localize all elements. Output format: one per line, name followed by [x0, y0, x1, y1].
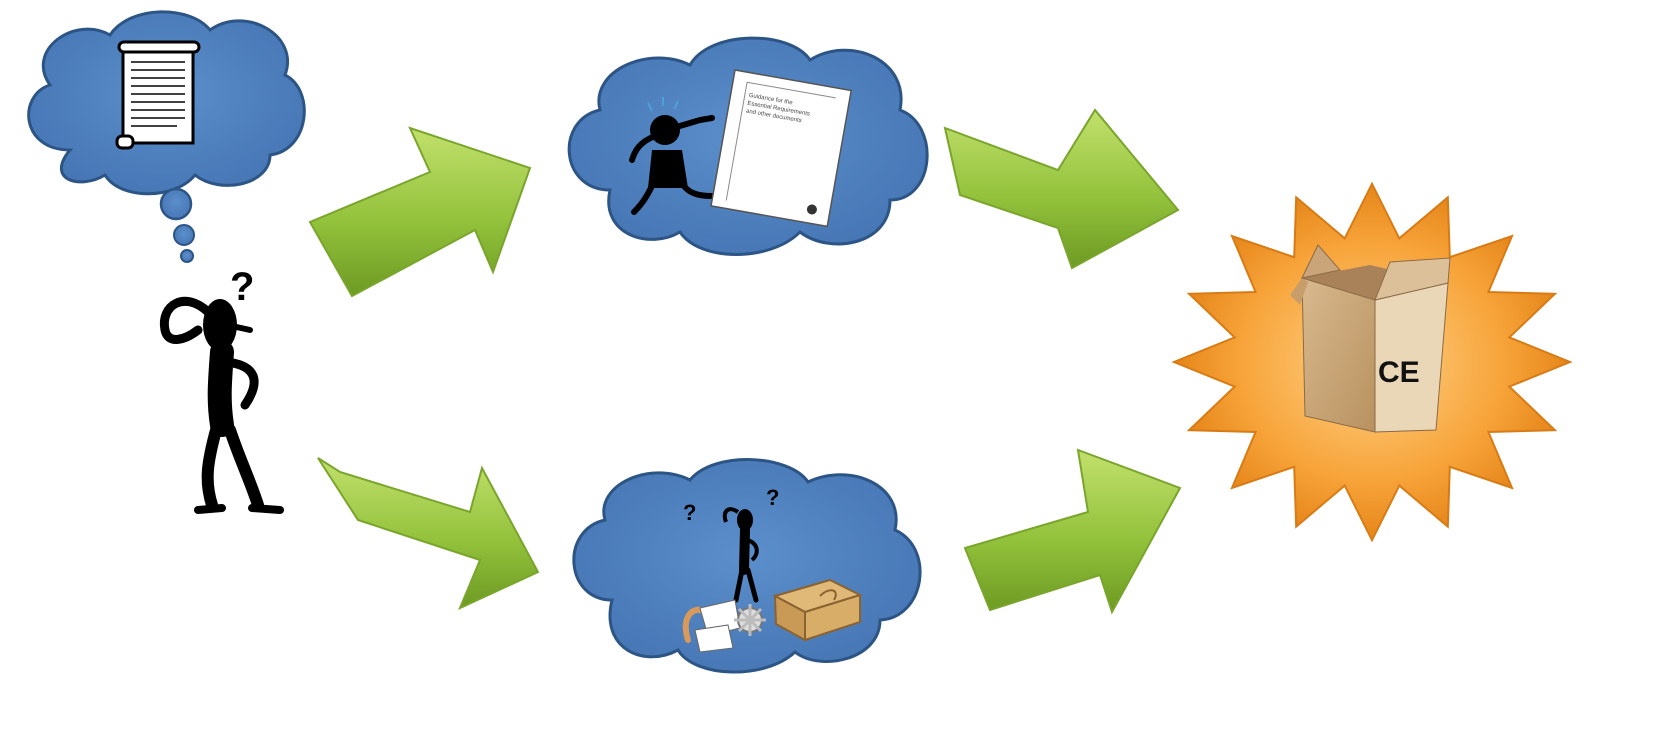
- arrow-self-assembly-to-ce: [965, 450, 1180, 612]
- question-mark: ?: [230, 265, 254, 309]
- question-mark-left: ?: [683, 500, 696, 525]
- thinking-person-icon: ?: [164, 265, 280, 510]
- arrow-to-self-assembly: [318, 458, 538, 608]
- document-icon: Guidance for the Essential Requirements …: [711, 70, 851, 226]
- arrow-to-guidance: [310, 128, 530, 296]
- question-mark-right: ?: [766, 485, 779, 510]
- ce-label: CE: [1378, 356, 1420, 389]
- arrow-guidance-to-ce: [945, 110, 1178, 268]
- scroll-icon: [117, 42, 199, 148]
- cardboard-box-icon: CE: [1290, 245, 1450, 432]
